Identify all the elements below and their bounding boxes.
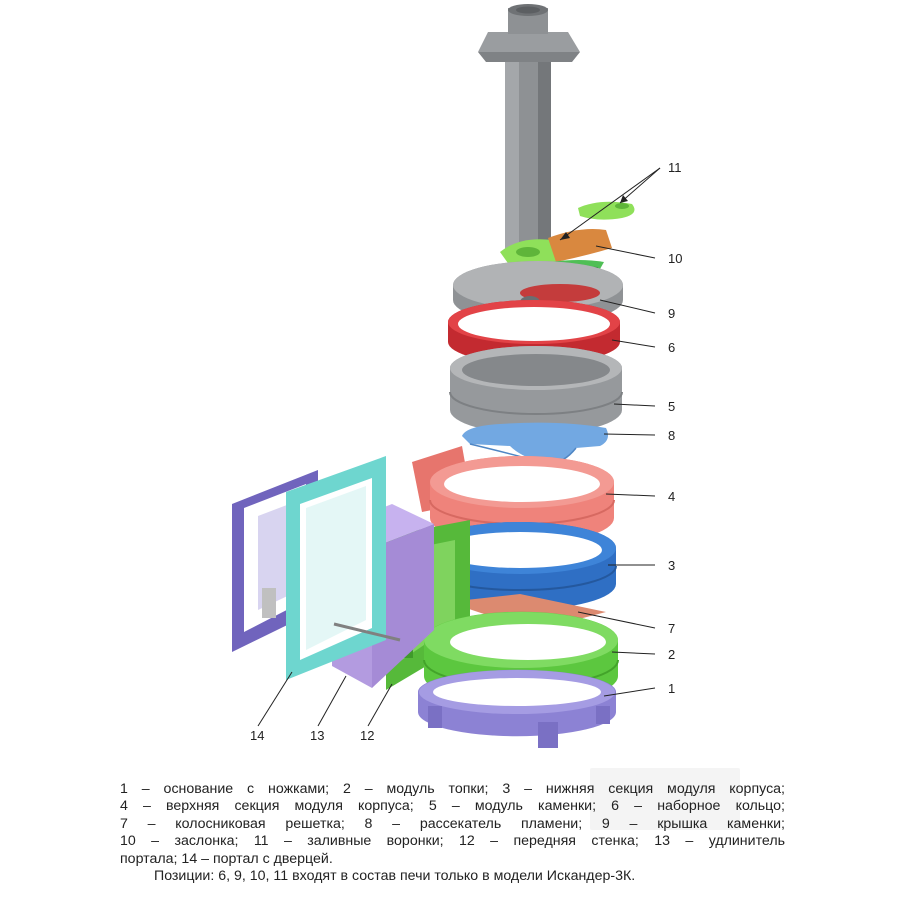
callout-10: 10	[668, 251, 682, 266]
callout-13: 13	[310, 728, 324, 743]
callout-1: 1	[668, 681, 675, 696]
callout-11: 11	[668, 160, 682, 175]
legend-line: портала; 14 – портал с дверцей.	[120, 850, 333, 867]
base-with-legs	[418, 669, 616, 748]
watermark	[590, 768, 740, 830]
arrowhead	[620, 195, 628, 203]
lower-housing	[423, 522, 617, 610]
legend-line: 7 – колосниковая решетка; 8 – рассекател…	[120, 815, 785, 832]
upper-housing	[412, 446, 615, 544]
stone-module	[449, 346, 623, 434]
legend-line: 1 – основание с ножками; 2 – модуль топк…	[120, 781, 785, 797]
callout-7: 7	[668, 621, 675, 636]
callout-5: 5	[668, 399, 675, 414]
callout-4: 4	[668, 489, 675, 504]
chimney-pipe	[478, 4, 580, 261]
callout-14: 14	[250, 728, 264, 743]
callout-6: 6	[668, 340, 675, 355]
funnel-pieces	[500, 201, 635, 269]
stove-exploded-diagram: 11 10 9 6 5 8 4 3 7 2 1 14 13 12	[232, 4, 682, 748]
legend-caption: 1 – основание с ножками; 2 – модуль топк…	[120, 781, 785, 885]
legend-line: 4 – верхняя секция модуля корпуса; 5 – м…	[120, 798, 785, 815]
legend-line: 10 – заслонка; 11 – заливные воронки; 12…	[120, 833, 785, 850]
callout-9: 9	[668, 306, 675, 321]
callout-8: 8	[668, 428, 675, 443]
callout-2: 2	[668, 647, 675, 662]
callout-3: 3	[668, 558, 675, 573]
portal-with-door	[232, 456, 401, 680]
arrowhead	[560, 232, 570, 240]
set-ring	[448, 300, 620, 364]
model-note: Позиции: 6, 9, 10, 11 входят в состав пе…	[154, 868, 636, 885]
callout-12: 12	[360, 728, 374, 743]
leader-lines	[257, 167, 661, 727]
